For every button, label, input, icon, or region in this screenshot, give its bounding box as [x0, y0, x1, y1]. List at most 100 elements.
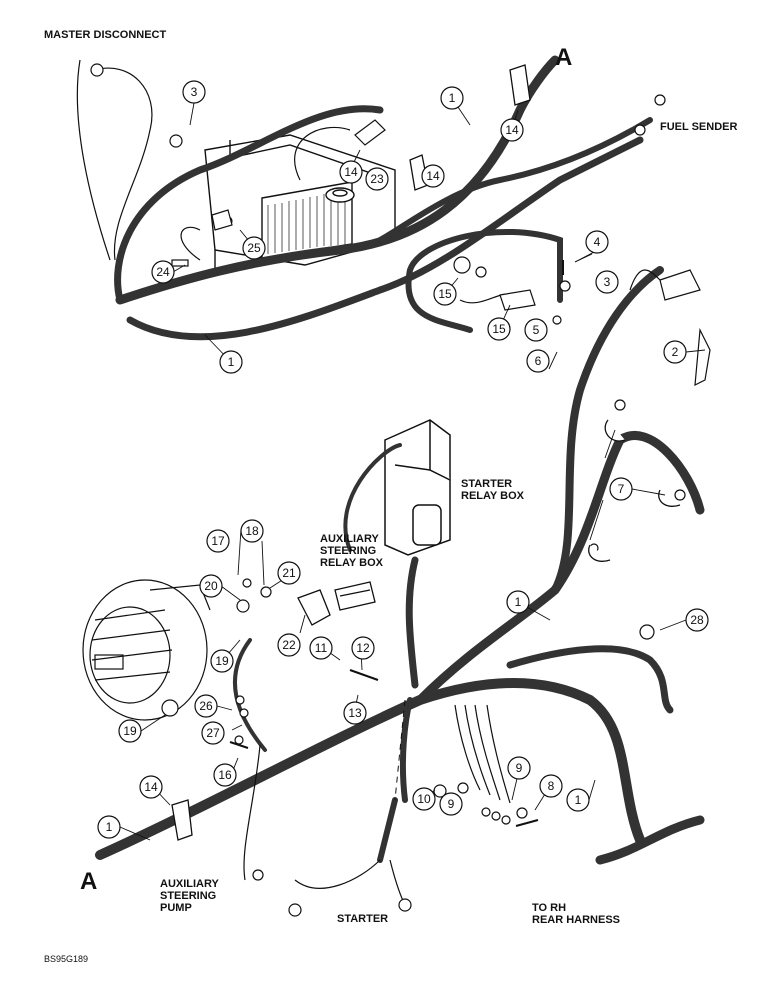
callout-bubble — [500, 118, 524, 142]
starter-relay-box-line-2: RELAY BOX — [461, 490, 524, 502]
callout-number: 20 — [204, 579, 218, 593]
callout-number: 12 — [356, 641, 370, 655]
callout-number: 1 — [449, 91, 456, 105]
callout-number: 19 — [215, 654, 229, 668]
callout-number: 8 — [548, 779, 555, 793]
callout-bubble — [309, 636, 333, 660]
callout-number: 14 — [505, 123, 519, 137]
callout-bubble — [365, 167, 389, 191]
callout-number: 18 — [245, 524, 259, 538]
callout-number: 14 — [344, 165, 358, 179]
callout-bubble — [240, 519, 264, 543]
callout-bubble — [97, 815, 121, 839]
callout-bubble — [210, 649, 234, 673]
callout-bubble — [343, 701, 367, 725]
callout-bubble — [566, 788, 590, 812]
callout-bubble — [526, 349, 550, 373]
aux-pump-line-3: PUMP — [160, 902, 192, 914]
callout-bubble — [440, 86, 464, 110]
callout-number: 6 — [535, 354, 542, 368]
fuel-sender-label: FUEL SENDER — [660, 121, 738, 133]
aux-relay-connector — [297, 581, 376, 626]
callout-number: 7 — [618, 482, 625, 496]
sensors — [171, 119, 711, 827]
drawing-code: BS95G189 — [44, 954, 89, 964]
callout-number: 28 — [690, 613, 704, 627]
callout-number: 26 — [199, 699, 213, 713]
callout-bubble — [585, 230, 609, 254]
callout-number: 24 — [156, 265, 170, 279]
rh-rear-line-1: TO RH — [532, 902, 567, 914]
callout-number: 22 — [282, 638, 296, 652]
callout-number: 1 — [575, 793, 582, 807]
callout-bubble — [213, 763, 237, 787]
callout-number: 15 — [438, 287, 452, 301]
callout-bubble — [182, 80, 206, 104]
aux-steering-pump-label: AUXILIARY STEERING PUMP — [160, 878, 219, 914]
callout-number: 19 — [123, 724, 137, 738]
callout-number: 5 — [533, 323, 540, 337]
match-mark-top: A — [555, 44, 573, 71]
aux-relay-line-3: RELAY BOX — [320, 557, 383, 569]
callout-number: 11 — [315, 641, 328, 655]
callout-bubble — [206, 529, 230, 553]
match-mark-bottom: A — [80, 868, 98, 895]
callout-number: 3 — [191, 85, 198, 99]
callout-bubble — [199, 574, 223, 598]
callout-number: 13 — [348, 706, 362, 720]
callout-number: 9 — [448, 797, 455, 811]
callout-bubble — [539, 774, 563, 798]
callout-bubble — [151, 260, 175, 284]
callout-number: 23 — [370, 172, 384, 186]
callout-number: 4 — [594, 235, 601, 249]
callout-bubble — [609, 477, 633, 501]
aux-steering-relay-box-label: AUXILIARY STEERING RELAY BOX — [320, 533, 383, 569]
callout-bubble — [194, 694, 218, 718]
starter-label: STARTER — [337, 913, 389, 925]
callout-number: 9 — [516, 761, 523, 775]
callout-bubble — [439, 792, 463, 816]
callout-number: 2 — [672, 345, 679, 359]
callout-number: 1 — [106, 820, 113, 834]
callout-number: 17 — [211, 534, 225, 548]
callout-bubble — [242, 236, 266, 260]
callout-bubble — [118, 719, 142, 743]
rh-rear-line-2: REAR HARNESS — [532, 914, 621, 926]
callout-bubble — [339, 160, 363, 184]
aux-relay-line-2: STEERING — [320, 545, 377, 557]
callout-bubble — [433, 282, 457, 306]
starter-relay-box-label: STARTER RELAY BOX — [461, 478, 524, 502]
thin-wires — [76, 59, 661, 906]
callout-number: 1 — [228, 355, 235, 369]
callout-bubble — [595, 270, 619, 294]
callout-number: 14 — [426, 169, 440, 183]
aux-pump-line-1: AUXILIARY — [160, 878, 219, 890]
master-disconnect-label: MASTER DISCONNECT — [44, 29, 167, 41]
starter-relay-box-line-1: STARTER — [461, 478, 513, 490]
callout-bubble — [507, 756, 531, 780]
callout-bubble — [506, 590, 530, 614]
callout-bubble — [421, 164, 445, 188]
callout-number: 14 — [144, 780, 158, 794]
starter-relay-box-drawing — [384, 419, 451, 556]
callout-number: 27 — [206, 726, 220, 740]
callout-number: 16 — [218, 768, 232, 782]
rh-rear-harness-label: TO RH REAR HARNESS — [532, 902, 620, 926]
callout-bubble — [139, 775, 163, 799]
callout-bubble — [524, 318, 548, 342]
callout-bubble — [219, 350, 243, 374]
callout-number: 21 — [282, 566, 296, 580]
callout-bubble — [663, 340, 687, 364]
callout-bubble — [487, 317, 511, 341]
callout-bubble — [351, 636, 375, 660]
aux-pump-line-2: STEERING — [160, 890, 217, 902]
callout-bubble — [277, 561, 301, 585]
aux-relay-line-1: AUXILIARY — [320, 533, 379, 545]
callout-number: 15 — [492, 322, 506, 336]
callout-number: 1 — [515, 595, 522, 609]
callout-number: 3 — [604, 275, 611, 289]
callout-bubble — [277, 633, 301, 657]
